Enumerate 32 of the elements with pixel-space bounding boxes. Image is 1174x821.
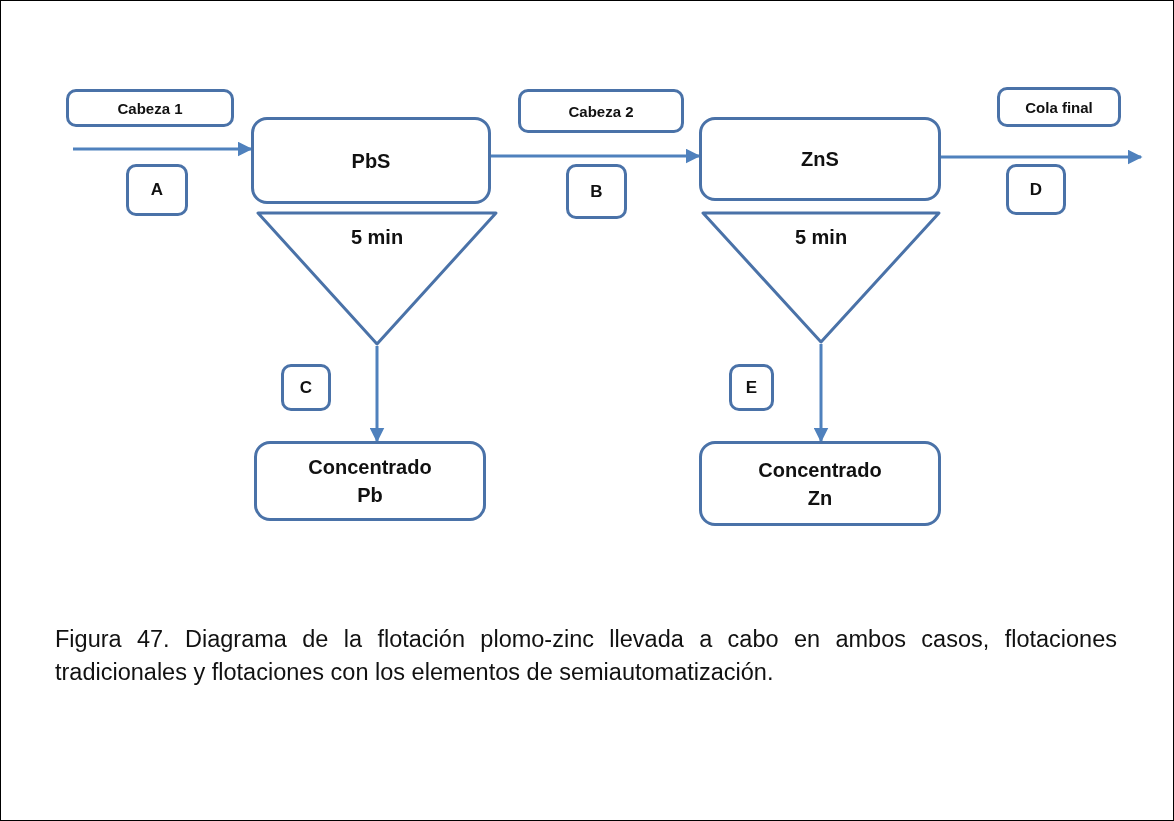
stream-label-box (729, 364, 774, 411)
flotation-cell-box (699, 441, 941, 526)
arrow (491, 148, 701, 164)
node-text: 5 min (350, 225, 404, 250)
stream-label-box (566, 164, 627, 219)
arrow (941, 149, 1143, 165)
node-text: E (745, 376, 758, 399)
figure-caption: Figura 47. Diagrama de la flotación plomo-zinc llevada a cabo en ambos casos, flotaciones tradicionales y flotaciones con los elementos de semiautomatización. (55, 625, 1117, 687)
stream-label-box (66, 89, 234, 127)
flotation-cell-box (251, 117, 491, 204)
arrow (73, 141, 253, 157)
stream-label-box (126, 164, 188, 216)
node-text: Concentrado Zn (757, 457, 883, 511)
stream-label-box (997, 87, 1121, 127)
stream-label-box (1006, 164, 1066, 215)
node-text: Concentrado Pb (307, 455, 433, 508)
arrow (369, 346, 385, 443)
arrow (813, 344, 829, 443)
node-text: 5 min (794, 225, 848, 250)
node-text: D (1029, 178, 1043, 201)
node-text: Cabeza 2 (568, 101, 634, 122)
node-text: PbS (351, 148, 391, 174)
stream-label-box (281, 364, 331, 411)
node-text: Cola final (1025, 97, 1093, 118)
flotation-cell-box (699, 117, 941, 201)
node-text: Cabeza 1 (117, 98, 183, 119)
node-text: A (150, 179, 164, 202)
node-text: C (299, 376, 313, 399)
stream-label-box (518, 89, 684, 133)
node-text: ZnS (801, 147, 839, 172)
flotation-cell-box (254, 441, 486, 521)
node-text: B (590, 180, 603, 203)
